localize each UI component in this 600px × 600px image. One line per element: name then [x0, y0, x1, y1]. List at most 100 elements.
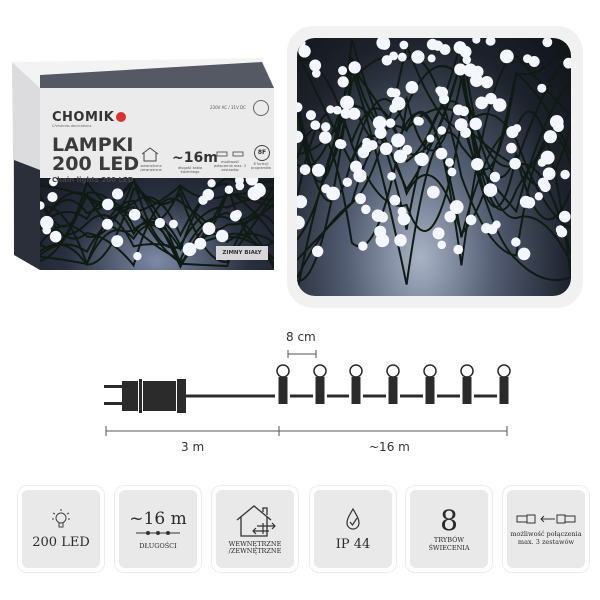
bulb-socket	[499, 377, 509, 404]
light-bulb	[537, 158, 547, 167]
light-bulb	[469, 117, 482, 131]
light-bulb	[426, 38, 439, 51]
indoor-outdoor-label: WEWNĘTRZNE /ZEWNĘTRZNE	[228, 539, 282, 555]
product-box: CHOMIK Christmas decorations 230V AC / 3…	[0, 0, 290, 290]
light-bulb	[558, 210, 571, 223]
bulb	[423, 364, 437, 378]
light-bulb	[493, 98, 507, 112]
light-bulb	[432, 227, 445, 240]
light-bulb	[40, 201, 45, 210]
brand-logo: CHOMIK	[52, 110, 127, 125]
light-bulb	[297, 102, 303, 113]
light-bulb	[499, 49, 514, 64]
feature-card-led: 200 LED	[18, 486, 104, 572]
plug-icon	[104, 379, 186, 413]
house-icon	[141, 147, 159, 162]
ip-rating: IP 44	[335, 536, 371, 552]
light-bulb	[379, 38, 391, 50]
light-bulb	[414, 154, 423, 163]
light-bulb	[348, 107, 361, 120]
wire	[40, 180, 274, 249]
feature-card-length: ~16 m DŁUGOŚCI	[115, 486, 201, 572]
bulb	[386, 364, 400, 378]
light-bulb	[102, 198, 114, 211]
modes-count: 8	[440, 504, 458, 537]
bulb	[349, 364, 363, 378]
bulb	[313, 364, 327, 378]
light-bulb	[355, 193, 366, 205]
chain-icon	[136, 530, 180, 535]
light-bulb	[411, 50, 425, 64]
light-bulb	[489, 171, 501, 183]
light-bulb	[47, 191, 58, 203]
light-bulb	[298, 45, 311, 58]
light-bulb	[485, 38, 495, 46]
light-bulb	[397, 52, 407, 62]
light-bulb	[337, 76, 349, 88]
light-bulb	[198, 195, 208, 205]
light-bulb	[207, 179, 216, 188]
light-bulb	[394, 234, 407, 247]
light-bulb	[334, 138, 345, 149]
light-bulb	[463, 63, 478, 77]
light-bulb	[453, 244, 464, 255]
light-bulb	[379, 142, 393, 156]
light-bulb	[426, 185, 440, 199]
light-bulb	[372, 115, 387, 130]
light-bulb	[40, 215, 54, 230]
light-bulb	[413, 116, 423, 126]
wire	[297, 39, 571, 200]
socket-icon	[253, 100, 269, 116]
light-bulb	[460, 127, 471, 139]
wire	[297, 68, 571, 285]
light-bulb	[350, 160, 363, 173]
wire	[40, 177, 274, 238]
house-icon	[236, 504, 276, 537]
connect-label: możliwość połączenia max. 3 zestawów	[510, 529, 582, 546]
water-drop-icon	[346, 507, 360, 530]
light-bulb	[427, 54, 436, 63]
light-bulb	[519, 195, 532, 208]
functions-badge: 8F	[254, 145, 270, 161]
bulb-socket	[462, 377, 472, 404]
light-bulb	[297, 215, 305, 230]
light-bulb	[252, 183, 266, 198]
bulb-socket	[278, 377, 288, 404]
light-bulb	[390, 88, 401, 98]
box-lights-photo	[40, 172, 274, 270]
spacing-dimension	[287, 350, 317, 358]
light-bulb	[471, 157, 484, 171]
lead-length-label: 3 m	[181, 440, 205, 454]
feature-card-modes: 8 TRYBÓW ŚWIECENIA	[406, 486, 492, 572]
bulb	[497, 364, 511, 378]
light-bulb	[391, 133, 406, 148]
light-bulb	[389, 194, 401, 206]
light-bulb	[555, 225, 565, 235]
light-bulb	[182, 242, 197, 257]
light-bulb	[506, 125, 519, 139]
light-bulb	[224, 185, 234, 194]
light-bulb	[444, 211, 456, 223]
wire	[40, 197, 274, 268]
light-bulb	[542, 167, 556, 181]
length-value: ~16 m	[129, 508, 187, 529]
bulb	[276, 364, 290, 378]
light-bulb	[358, 241, 368, 251]
light-bulb	[133, 252, 142, 261]
light-bulb	[338, 66, 348, 76]
light-bulb	[552, 121, 564, 133]
lit-length-label: ~16 m	[369, 440, 410, 454]
light-bulb	[472, 38, 481, 44]
bulb-socket	[388, 377, 398, 404]
box-front: CHOMIK Christmas decorations 230V AC / 3…	[40, 88, 274, 270]
light-bulb	[154, 217, 166, 229]
light-bulb	[405, 80, 419, 94]
chain-diagram	[104, 350, 511, 436]
light-bulb	[42, 225, 51, 235]
light-bulb	[387, 171, 396, 181]
light-bulb	[312, 245, 324, 257]
light-bulb	[511, 237, 521, 247]
light-bulb	[48, 177, 58, 187]
light-bulb	[310, 120, 321, 131]
